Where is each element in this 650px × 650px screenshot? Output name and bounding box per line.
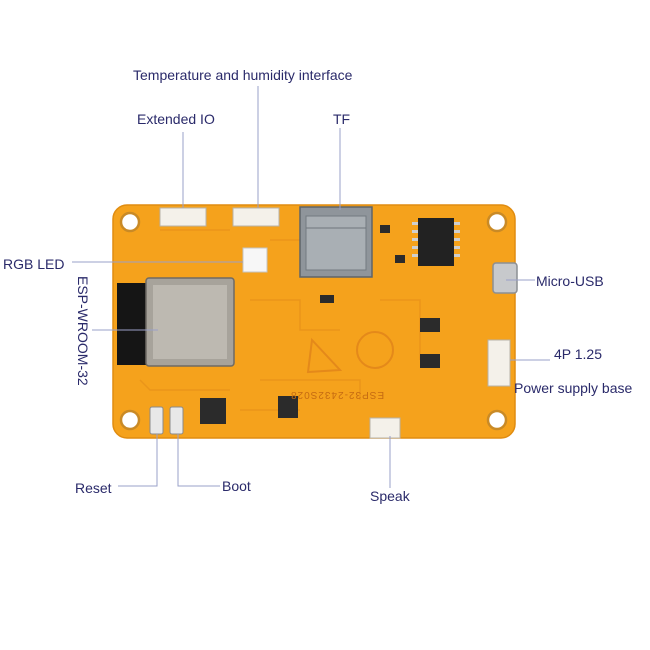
leader-lines (72, 86, 550, 488)
label-speak: Speak (370, 488, 410, 504)
label-4p-125: 4P 1.25 (554, 346, 603, 362)
leader-reset (118, 434, 158, 487)
label-boot: Boot (222, 478, 251, 494)
board-silkscreen: ESP32-2432S028 (290, 389, 385, 400)
rgb-led (242, 247, 268, 273)
pcb-board (112, 204, 516, 439)
label-tf: TF (333, 111, 351, 127)
ic-chip-top-right (412, 218, 460, 266)
small-chips (200, 225, 440, 424)
label-reset: Reset (75, 480, 112, 496)
extended-io-connector (159, 207, 207, 227)
label-extended-io: Extended IO (137, 111, 215, 127)
leader-boot (177, 434, 220, 487)
label-micro-usb: Micro-USB (536, 273, 604, 289)
pcb-traces (139, 229, 421, 411)
label-power-supply-base: Power supply base (514, 380, 633, 396)
temp-humidity-connector (232, 207, 280, 227)
reset-button (149, 406, 164, 435)
boot-button (169, 406, 184, 435)
mounting-holes (119, 211, 508, 431)
label-temp-humidity: Temperature and humidity interface (133, 67, 353, 83)
label-esp-wroom-32: ESP-WROOM-32 (75, 276, 91, 386)
speaker-connector (369, 417, 401, 439)
micro-usb-port (492, 262, 518, 294)
power-supply-connector (487, 339, 511, 387)
tf-card-slot (299, 206, 373, 278)
esp-wroom-32-module (117, 277, 235, 367)
label-rgb-led: RGB LED (3, 256, 65, 272)
pcb-logo-marks (306, 331, 394, 374)
